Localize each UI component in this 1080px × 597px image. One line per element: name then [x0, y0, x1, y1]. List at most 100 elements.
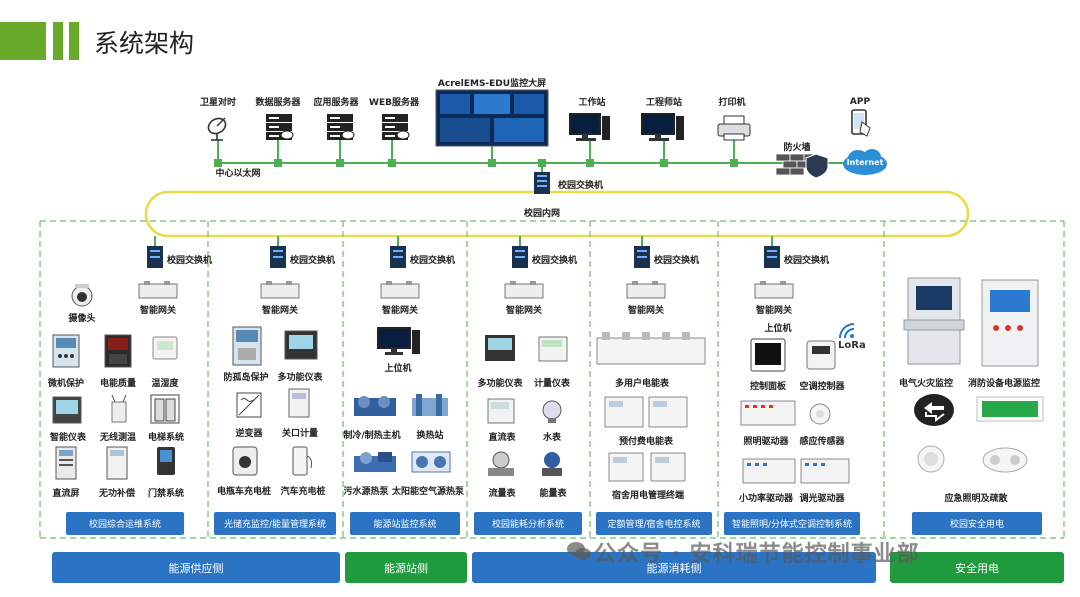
multi-user-meter-icon — [596, 332, 706, 365]
col4-device-0: 多功能仪表 — [477, 379, 523, 389]
col6-switch-icon — [764, 246, 780, 268]
dimming-driver-icon — [800, 458, 850, 484]
col2-switch-label: 校园交换机 — [290, 256, 336, 266]
access-control-icon — [157, 447, 175, 475]
col4-device-5: 能量表 — [539, 489, 567, 499]
col7-device-0: 电气火灾监控 — [898, 379, 954, 389]
col5-device-0: 多用户电能表 — [614, 379, 670, 389]
col7-device-1: 消防设备电源监控 — [967, 379, 1041, 389]
col1-device-0: 微机保护 — [47, 379, 85, 389]
col4-gateway-icon — [504, 281, 544, 299]
col2-device-4: 电瓶车充电桩 — [216, 487, 272, 497]
energy-meter-icon — [542, 452, 562, 476]
firewall-label: 防火墙 — [783, 143, 811, 153]
col4-device-3: 水表 — [542, 433, 562, 443]
col4-switch-icon — [512, 246, 528, 268]
exit-sign-icon — [976, 396, 1044, 422]
system-bar-dorm-control: 定额管理/宿舍电控系统 — [596, 512, 712, 535]
smart-meter-icon — [52, 396, 82, 424]
col1-device-5: 电梯系统 — [147, 433, 185, 443]
category-energy-station: 能源站侧 — [345, 552, 467, 583]
gateway-meter-icon — [288, 388, 310, 418]
dorm-terminal-icon-a — [608, 452, 644, 482]
ac-controller-icon — [806, 340, 836, 370]
temp-humidity-icon — [152, 336, 178, 360]
col1-device-1: 电能质量 — [99, 379, 137, 389]
motion-sensor-icon — [809, 403, 831, 425]
system-bar-pv-storage: 光储充监控/能量管理系统 — [214, 512, 336, 535]
satellite-clock-label: 卫星对时 — [199, 98, 237, 108]
internet-cloud-icon — [843, 149, 887, 175]
campus-switch-label: 校园交换机 — [558, 181, 604, 191]
app-server-icon — [327, 114, 355, 140]
title-accent-bar-small — [69, 22, 79, 60]
category-safe-electricity: 安全用电 — [890, 552, 1064, 583]
camera-label: 摄像头 — [68, 314, 96, 324]
col6-device-1: 空调控制器 — [799, 382, 845, 392]
col4-device-1: 计量仪表 — [533, 379, 571, 389]
prepaid-meter-icon-a — [604, 396, 644, 428]
col6-gateway-label: 智能网关 — [755, 306, 793, 316]
col5-switch-label: 校园交换机 — [654, 256, 700, 266]
fire-power-cabinet-icon — [981, 279, 1039, 367]
col2-device-5: 汽车充电桩 — [280, 487, 326, 497]
satellite-dish-icon — [207, 117, 227, 141]
col1-device-8: 门禁系统 — [147, 489, 185, 499]
intranet-label: 校园内网 — [523, 209, 561, 219]
system-bar-ops: 校园综合运维系统 — [66, 512, 184, 535]
dc-panel-icon — [55, 446, 77, 480]
col2-gateway-label: 智能网关 — [261, 306, 299, 316]
col6-switch-label: 校园交换机 — [784, 256, 830, 266]
data-server-icon — [266, 114, 294, 140]
low-power-driver-icon — [742, 458, 796, 484]
col2-switch-icon — [270, 246, 286, 268]
system-bar-lighting-ac: 智能照明/分体式空调控制系统 — [724, 512, 860, 535]
lighting-driver-icon — [740, 400, 796, 426]
prepaid-meter-icon-b — [648, 396, 688, 428]
microcomputer-protection-icon — [52, 334, 80, 368]
emergency-downlight-icon — [917, 445, 945, 473]
col6-gateway-icon — [754, 281, 794, 299]
printer-label: 打印机 — [718, 98, 746, 108]
system-bar-safety: 校园安全用电 — [912, 512, 1042, 535]
emergency-direction-light-icon — [914, 394, 954, 426]
col2-gateway-icon — [260, 281, 300, 299]
water-meter-icon — [542, 400, 562, 423]
col1-switch-label: 校园交换机 — [167, 256, 213, 266]
app-server-label: 应用服务器 — [313, 98, 359, 108]
col3-device-1: 换热站 — [416, 431, 444, 441]
category-energy-supply: 能源供应侧 — [52, 552, 340, 583]
col1-device-6: 直流屏 — [52, 489, 80, 499]
watermark-text: 公众号 · 安科瑞节能控制事业部 — [594, 542, 920, 567]
col2-device-0: 防孤岛保护 — [223, 373, 269, 383]
col1-device-7: 无功补偿 — [98, 489, 136, 499]
col3-switch-label: 校园交换机 — [410, 256, 456, 266]
campus-switch-icon — [534, 172, 550, 194]
col1-device-2: 温湿度 — [151, 379, 179, 389]
engineer-station-label: 工程师站 — [645, 98, 683, 108]
big-screen-label: AcrelEMS-EDU监控大屏 — [437, 79, 547, 89]
col3-switch-icon — [390, 246, 406, 268]
col1-device-4: 无线测温 — [99, 433, 137, 443]
workstation-icon — [569, 113, 610, 141]
metering-meter-icon — [538, 336, 568, 362]
col4-switch-label: 校园交换机 — [532, 256, 578, 266]
col5-device-2: 宿舍用电管理终端 — [611, 491, 685, 501]
web-server-label: WEB服务器 — [369, 98, 419, 108]
inverter-icon — [236, 392, 262, 418]
air-source-heat-pump-icon — [411, 451, 451, 473]
dorm-terminal-icon-b — [650, 452, 686, 482]
firewall-icon — [775, 153, 829, 179]
mobile-app-icon — [851, 109, 871, 137]
flow-meter-icon — [488, 451, 514, 476]
col3-device-0: 制冷/制热主机 — [343, 431, 401, 441]
page-title: 系统架构 — [94, 29, 195, 58]
lora-label: LoRa — [838, 340, 866, 351]
col1-gateway-icon — [138, 281, 178, 299]
wireless-temp-icon — [111, 394, 127, 423]
data-server-label: 数据服务器 — [255, 98, 301, 108]
col5-gateway-label: 智能网关 — [627, 306, 665, 316]
reactive-compensation-icon — [106, 446, 128, 480]
monitoring-big-screen-icon — [435, 89, 549, 147]
